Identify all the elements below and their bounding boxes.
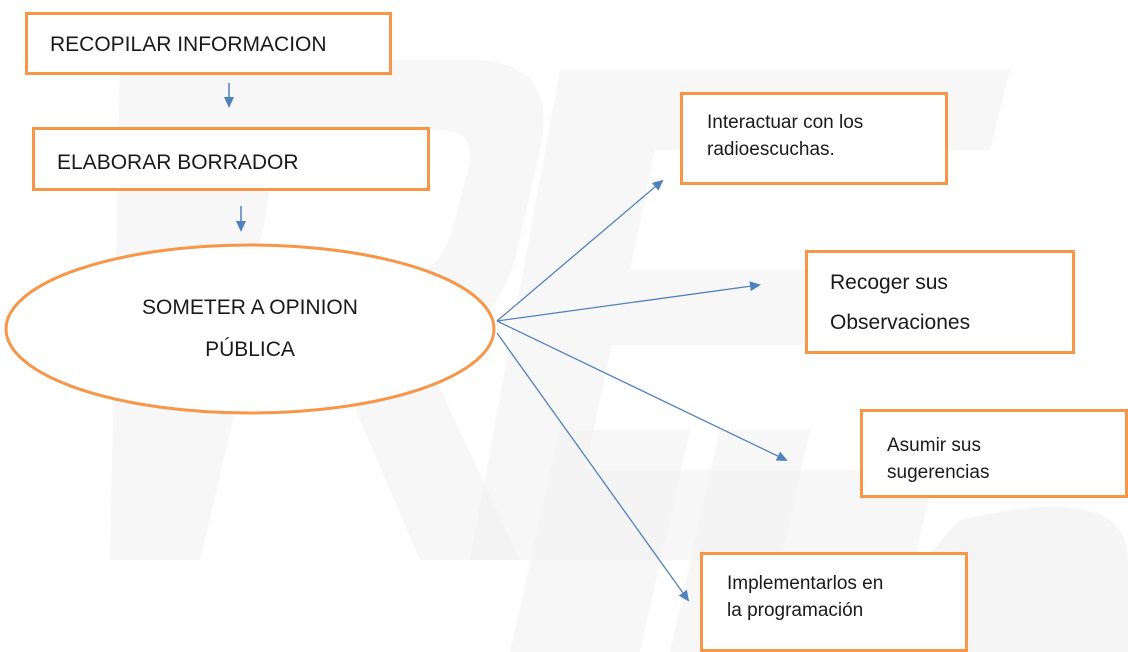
arrow-to-interactuar — [496, 179, 664, 322]
arrow-to-implementar — [496, 332, 690, 602]
node-someter-line-1: SOMETER A OPINION — [142, 296, 358, 319]
node-implementar: Implementarlos en la programación — [700, 552, 968, 652]
node-interactuar-line-2: radioescuchas. — [707, 139, 835, 160]
node-recoger-line-2: Observaciones — [830, 311, 971, 334]
node-implementar-line-1: Implementarlos en — [727, 573, 884, 594]
node-interactuar-line-1: Interactuar con los — [707, 112, 864, 133]
node-recoger-line-1: Recoger sus — [830, 271, 948, 294]
node-asumir-label: Asumir sus sugerencias — [887, 432, 989, 486]
node-asumir: Asumir sus sugerencias — [860, 409, 1128, 498]
node-asumir-line-2: sugerencias — [887, 462, 990, 483]
someter-ellipse — [4, 243, 496, 415]
node-interactuar: Interactuar con los radioescuchas. — [680, 92, 948, 185]
node-asumir-line-1: Asumir sus — [887, 435, 981, 456]
node-someter-line-2: PÚBLICA — [205, 338, 295, 361]
node-implementar-label: Implementarlos en la programación — [727, 570, 883, 624]
node-recopilar-informacion: RECOPILAR INFORMACION — [25, 12, 392, 75]
node-someter-opinion: SOMETER A OPINION PÚBLICA — [6, 245, 494, 413]
node-elaborar-borrador: ELABORAR BORRADOR — [32, 127, 430, 191]
arrow-to-recoger — [496, 281, 761, 322]
node-interactuar-label: Interactuar con los radioescuchas. — [707, 109, 863, 163]
node-recoger: Recoger sus Observaciones — [805, 250, 1075, 354]
node-implementar-line-2: la programación — [727, 600, 864, 621]
node-recopilar-label: RECOPILAR INFORMACION — [50, 33, 327, 56]
node-elaborar-label: ELABORAR BORRADOR — [57, 151, 299, 174]
arrow-to-asumir — [496, 320, 788, 461]
